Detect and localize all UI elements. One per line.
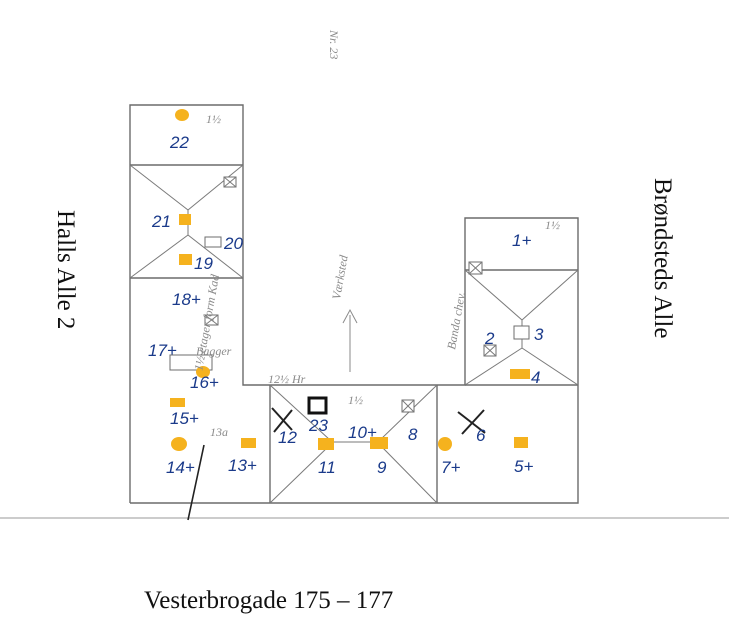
marker-7 (438, 437, 452, 451)
marker-11 (318, 438, 334, 450)
label-23: 23 (308, 416, 328, 435)
marker-21 (179, 214, 191, 225)
label-5: 5+ (514, 457, 533, 476)
marker-15 (170, 398, 185, 407)
orange-markers (170, 109, 530, 451)
label-1: 1+ (512, 231, 531, 250)
label-19: 19 (194, 254, 213, 273)
label-20: 20 (223, 234, 243, 253)
pencil-note-1: 1½ (545, 218, 560, 232)
pencil-note-10: 1½ (348, 393, 363, 407)
label-12: 12 (278, 428, 297, 447)
pencil-note-13a: 13a (210, 425, 228, 439)
marker-16 (196, 366, 210, 378)
pencil-note-17: Bagger (196, 344, 232, 358)
label-10: 10+ (348, 423, 377, 442)
cross-marks (187, 308, 486, 521)
pencil-note-title: Nr. 23 (327, 29, 341, 59)
pencil-note-vertical-2: Værksted (329, 253, 351, 300)
street-bottom: Vesterbrogade 175 – 177 (144, 587, 393, 614)
label-16: 16+ (190, 373, 219, 392)
marker-22 (175, 109, 189, 121)
marker-5 (514, 437, 528, 448)
label-8: 8 (408, 425, 418, 444)
label-15: 15+ (170, 409, 199, 428)
label-3: 3 (534, 325, 544, 344)
label-22: 22 (169, 133, 189, 152)
label-17: 17+ (148, 341, 177, 360)
label-4: 4 (531, 368, 540, 387)
label-21: 21 (151, 212, 171, 231)
pencil-notes: 1½ 1½ 1½ Bagger 13a 12½ Hr Nr. 23 1½ eta… (191, 29, 560, 439)
room-numbers: 22 21 20 19 18+ 17+ 16+ 15+ 14+ 13+ 12 2… (148, 133, 544, 477)
plan-boxes (169, 176, 530, 415)
label-14: 14+ (166, 458, 195, 477)
label-7: 7+ (441, 458, 460, 477)
label-9: 9 (377, 458, 387, 477)
marker-14 (171, 437, 187, 451)
label-13: 13+ (228, 456, 257, 475)
marker-4 (510, 369, 530, 379)
label-6: 6 (476, 426, 486, 445)
pencil-note-12: 12½ Hr (268, 372, 306, 386)
marker-9 (370, 437, 388, 449)
pencil-note-22: 1½ (206, 112, 221, 126)
street-right: Brøndsteds Alle (649, 178, 676, 338)
marker-19 (179, 254, 192, 265)
label-18: 18+ (172, 290, 201, 309)
building-outline (0, 104, 729, 519)
marker-13 (241, 438, 256, 448)
street-names: Halls Alle 2 Brøndsteds Alle Vesterbroga… (52, 178, 676, 614)
label-2: 2 (484, 329, 495, 348)
street-left: Halls Alle 2 (52, 210, 79, 329)
label-11: 11 (318, 458, 336, 477)
